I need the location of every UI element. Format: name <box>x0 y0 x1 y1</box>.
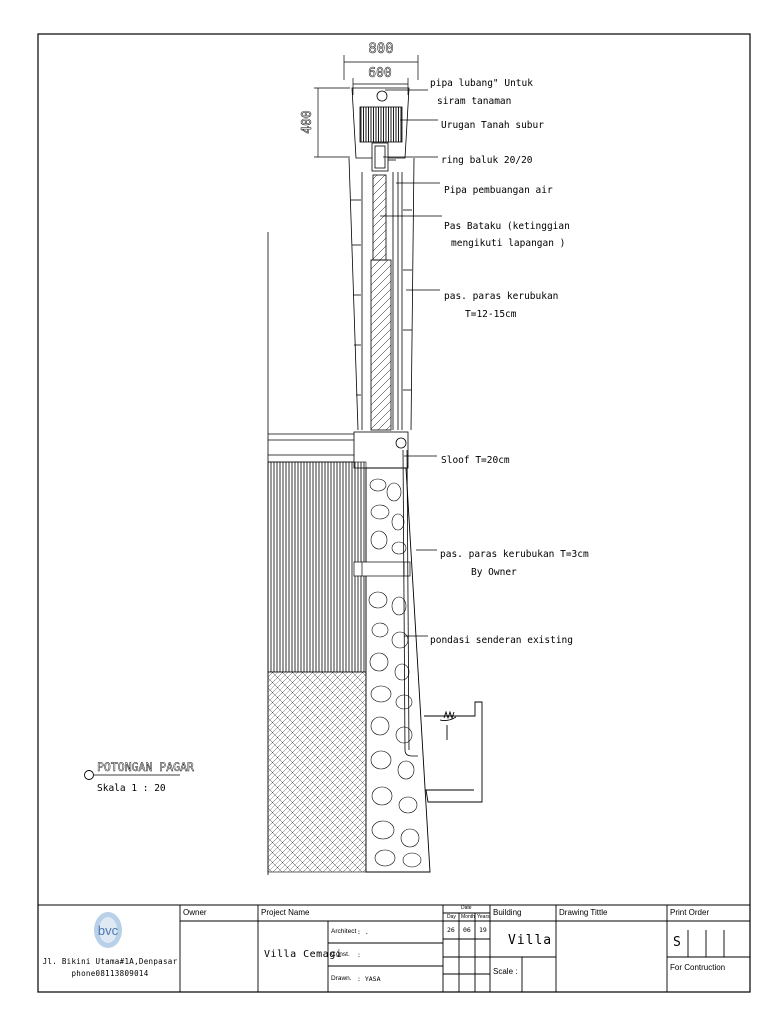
date-month: 06 <box>463 926 471 934</box>
date-label: Date <box>461 905 472 911</box>
dim-inner-text: 600 <box>368 66 391 81</box>
label-pas-bataku: Pas Bataku (ketinggian <box>444 221 570 232</box>
planter-top <box>351 87 410 172</box>
day-label: Day <box>447 914 456 920</box>
label-pipa-lubang: pipa lubang" Untuk <box>430 78 533 89</box>
label-by-owner: By Owner <box>471 567 517 578</box>
drain-pipe <box>402 449 418 757</box>
owner-label: Owner <box>183 908 207 917</box>
dim-top-text: 800 <box>368 41 393 57</box>
project-name-label: Project Name <box>261 908 310 917</box>
label-sloof: Sloof T=20cm <box>441 455 510 466</box>
annotation-labels: pipa lubang" Untuk siram tanaman Urugan … <box>430 78 589 646</box>
const-value: : <box>357 951 361 959</box>
print-order-value: S <box>673 935 682 950</box>
label-mengikuti: mengikuti lapangan ) <box>451 238 565 249</box>
label-paras-3cm: pas. paras kerubukan T=3cm <box>440 549 589 560</box>
company-address-line1: Jl. Bikini Utama#1A,Denpasar <box>42 957 178 966</box>
date-year: 19 <box>479 926 487 934</box>
section-drawing: 800 600 400 <box>267 41 483 875</box>
project-name: Villa Cemagi <box>264 949 343 960</box>
architect-value: : . <box>357 928 369 936</box>
label-siram: siram tanaman <box>437 96 511 107</box>
vertical-hatch-area <box>267 461 367 673</box>
weep-pipe <box>353 561 411 577</box>
company-address-line2: phone08113809014 <box>71 969 149 978</box>
section-title-mark <box>84 770 180 780</box>
drawn-label: Drawn. <box>331 975 352 982</box>
label-pipa-pembuangan: Pipa pembuangan air <box>444 185 553 196</box>
label-urugan: Urugan Tanah subur <box>441 120 544 131</box>
soil-hatch-area <box>267 671 367 873</box>
building-label: Building <box>493 908 522 917</box>
years-label: Years <box>477 914 490 920</box>
const-label: Const. <box>331 951 350 958</box>
label-paras-thickness: T=12-15cm <box>465 309 517 320</box>
building-value: Villa <box>508 933 553 948</box>
leader-lines <box>380 89 442 637</box>
stone-foundation <box>365 467 431 873</box>
label-paras-kerubukan: pas. paras kerubukan <box>444 291 558 302</box>
month-label: Month <box>461 914 475 920</box>
wall-column <box>348 157 415 431</box>
drawn-value: : YASA <box>357 975 381 983</box>
print-note: For Contruction <box>670 963 726 972</box>
logo-text: bvc <box>98 923 119 938</box>
side-channel <box>424 701 483 803</box>
dim-height-text: 400 <box>300 110 315 133</box>
title-block-grid <box>38 904 750 992</box>
label-ring-baluk: ring baluk 20/20 <box>441 155 533 166</box>
section-title: POTONGAN PAGAR <box>97 760 194 774</box>
architect-label: Architect <box>331 928 357 935</box>
print-order-label: Print Order <box>670 908 710 917</box>
dimension-lines <box>314 55 419 158</box>
drawing-title-label: Drawing Tittle <box>559 908 608 917</box>
section-scale: Skala 1 : 20 <box>97 783 166 794</box>
scale-label: Scale : <box>493 967 518 976</box>
company-logo: bvc <box>94 912 122 948</box>
sheet-border <box>37 33 751 993</box>
label-pondasi: pondasi senderan existing <box>430 635 573 646</box>
date-day: 26 <box>447 926 455 934</box>
